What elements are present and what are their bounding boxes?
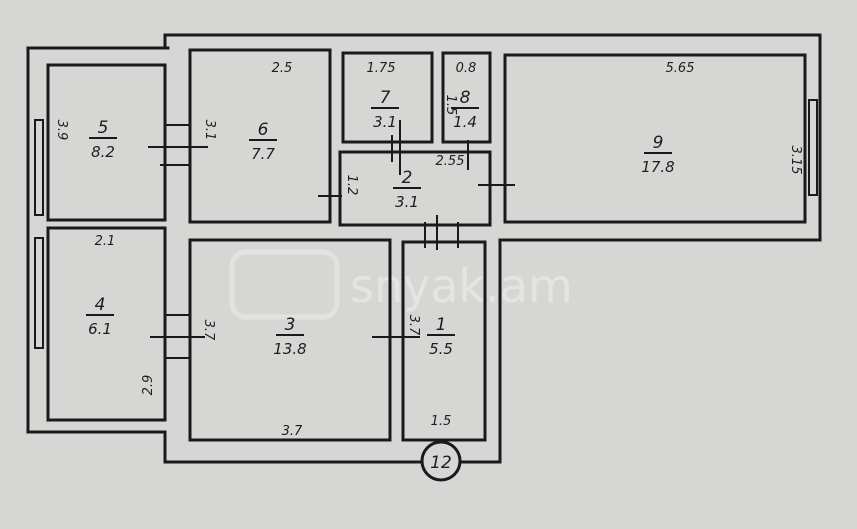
room-area: 6.1 xyxy=(88,320,112,338)
room-3 xyxy=(188,238,392,442)
room-label-6: 67.7 xyxy=(249,120,277,163)
dimension-label: 2.55 xyxy=(436,154,465,169)
room-area: 3.1 xyxy=(395,193,419,211)
room-label-2: 23.1 xyxy=(393,168,421,211)
room-area: 7.7 xyxy=(251,145,275,163)
dimension-label: 1.5 xyxy=(431,414,452,429)
room-label-4: 46.1 xyxy=(86,295,114,338)
room-area: 3.1 xyxy=(373,113,397,131)
room-6 xyxy=(188,48,332,224)
room-number: 7 xyxy=(380,88,391,108)
dimension-label: 0.8 xyxy=(456,61,477,76)
dimension-label: 2.5 xyxy=(272,61,293,76)
room-area: 13.8 xyxy=(273,340,306,358)
room-label-1: 15.5 xyxy=(427,315,455,358)
dimension-label: 5.65 xyxy=(666,61,695,76)
room-7 xyxy=(341,51,434,144)
dimension-label: 3.7 xyxy=(201,320,216,341)
room-outlines xyxy=(46,48,807,442)
room-label-3: 313.8 xyxy=(273,315,306,358)
room-number: 1 xyxy=(436,315,447,335)
room-number: 2 xyxy=(402,168,413,188)
room-area: 8.2 xyxy=(91,143,115,161)
outer-walls xyxy=(26,33,822,464)
watermark-text: snyak.am xyxy=(350,259,573,313)
dimension-label: 3.1 xyxy=(202,120,217,141)
room-area: 1.4 xyxy=(453,113,477,131)
room-2 xyxy=(338,150,492,227)
room-label-5: 58.2 xyxy=(89,118,117,161)
watermark-logo-icon xyxy=(229,249,340,320)
room-label-9: 917.8 xyxy=(641,133,674,176)
room-9 xyxy=(503,53,807,224)
watermark: snyak.am xyxy=(229,249,573,320)
room-label-8: 81.4 xyxy=(451,88,479,131)
dimension-label: 2.1 xyxy=(95,234,116,249)
room-number: 9 xyxy=(653,133,664,153)
unit-marker: 12 xyxy=(420,440,462,482)
dimension-label: 3.7 xyxy=(406,315,421,336)
dimension-label: 3.15 xyxy=(788,146,803,175)
room-5 xyxy=(46,63,167,222)
room-1 xyxy=(401,240,487,442)
room-4 xyxy=(46,226,167,422)
room-number: 8 xyxy=(460,88,471,108)
dimension-label: 1.5 xyxy=(443,95,458,116)
dimension-label: 3.7 xyxy=(282,424,303,439)
door-marks xyxy=(148,120,515,359)
room-number: 3 xyxy=(285,315,296,335)
room-area: 17.8 xyxy=(641,158,674,176)
dimension-label: 2.9 xyxy=(141,375,156,396)
room-number: 4 xyxy=(95,295,106,315)
dimension-label: 1.2 xyxy=(344,175,359,196)
room-number: 5 xyxy=(98,118,109,138)
room-label-7: 73.1 xyxy=(371,88,399,131)
dimension-label: 3.9 xyxy=(54,120,69,141)
room-area: 5.5 xyxy=(429,340,453,358)
unit-marker-label: 12 xyxy=(430,453,452,473)
dimension-label: 1.75 xyxy=(367,61,396,76)
room-number: 6 xyxy=(258,120,269,140)
windows xyxy=(34,99,818,349)
room-8 xyxy=(441,51,492,144)
